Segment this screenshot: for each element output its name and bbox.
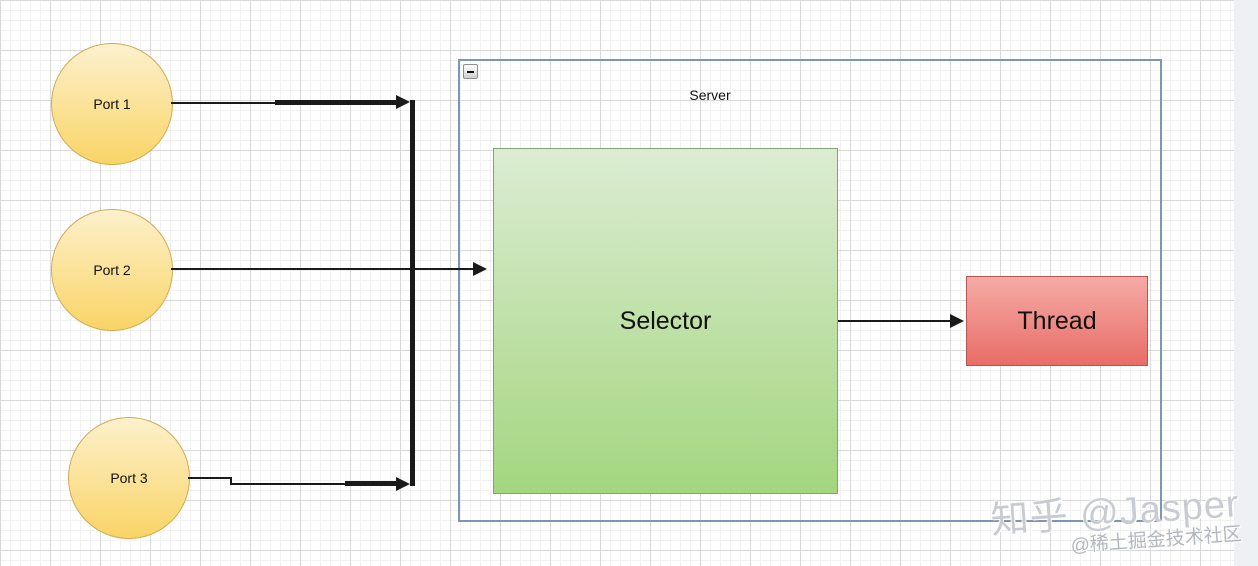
node-port2[interactable]: Port 2	[51, 209, 173, 331]
edge-port1-line-thick	[275, 100, 396, 105]
arrowhead-port3	[396, 477, 410, 491]
node-port3-label: Port 3	[110, 470, 148, 486]
node-thread[interactable]: Thread	[966, 276, 1148, 366]
edge-port3-line-thick	[345, 481, 396, 486]
arrowhead-selector-to-thread	[950, 314, 964, 328]
node-selector[interactable]: Selector	[493, 148, 838, 494]
edge-port2-line	[171, 268, 473, 270]
edge-port3-line-a	[188, 477, 232, 479]
arrowhead-port1	[396, 95, 410, 109]
node-server-label: Server	[689, 87, 731, 103]
minus-icon	[467, 70, 474, 73]
node-thread-label: Thread	[1017, 306, 1097, 335]
collapse-button[interactable]	[463, 64, 478, 79]
node-port1-label: Port 1	[93, 96, 131, 112]
edge-junction-vertical-line	[410, 100, 415, 486]
watermark-line2: @稀土掘金技术社区	[1069, 523, 1243, 557]
canvas-right-edge	[1234, 0, 1258, 566]
edge-port1-line-thin	[171, 102, 277, 104]
edge-selector-to-thread	[838, 320, 950, 322]
node-selector-label: Selector	[619, 306, 712, 335]
node-port1[interactable]: Port 1	[51, 43, 173, 165]
arrowhead-port2	[473, 262, 487, 276]
node-server-container[interactable]: Server Selector Thread	[458, 59, 1162, 522]
edge-port3-jog	[230, 477, 232, 485]
node-port3[interactable]: Port 3	[68, 417, 190, 539]
node-port2-label: Port 2	[93, 262, 131, 278]
edge-port3-line-b	[231, 483, 345, 485]
